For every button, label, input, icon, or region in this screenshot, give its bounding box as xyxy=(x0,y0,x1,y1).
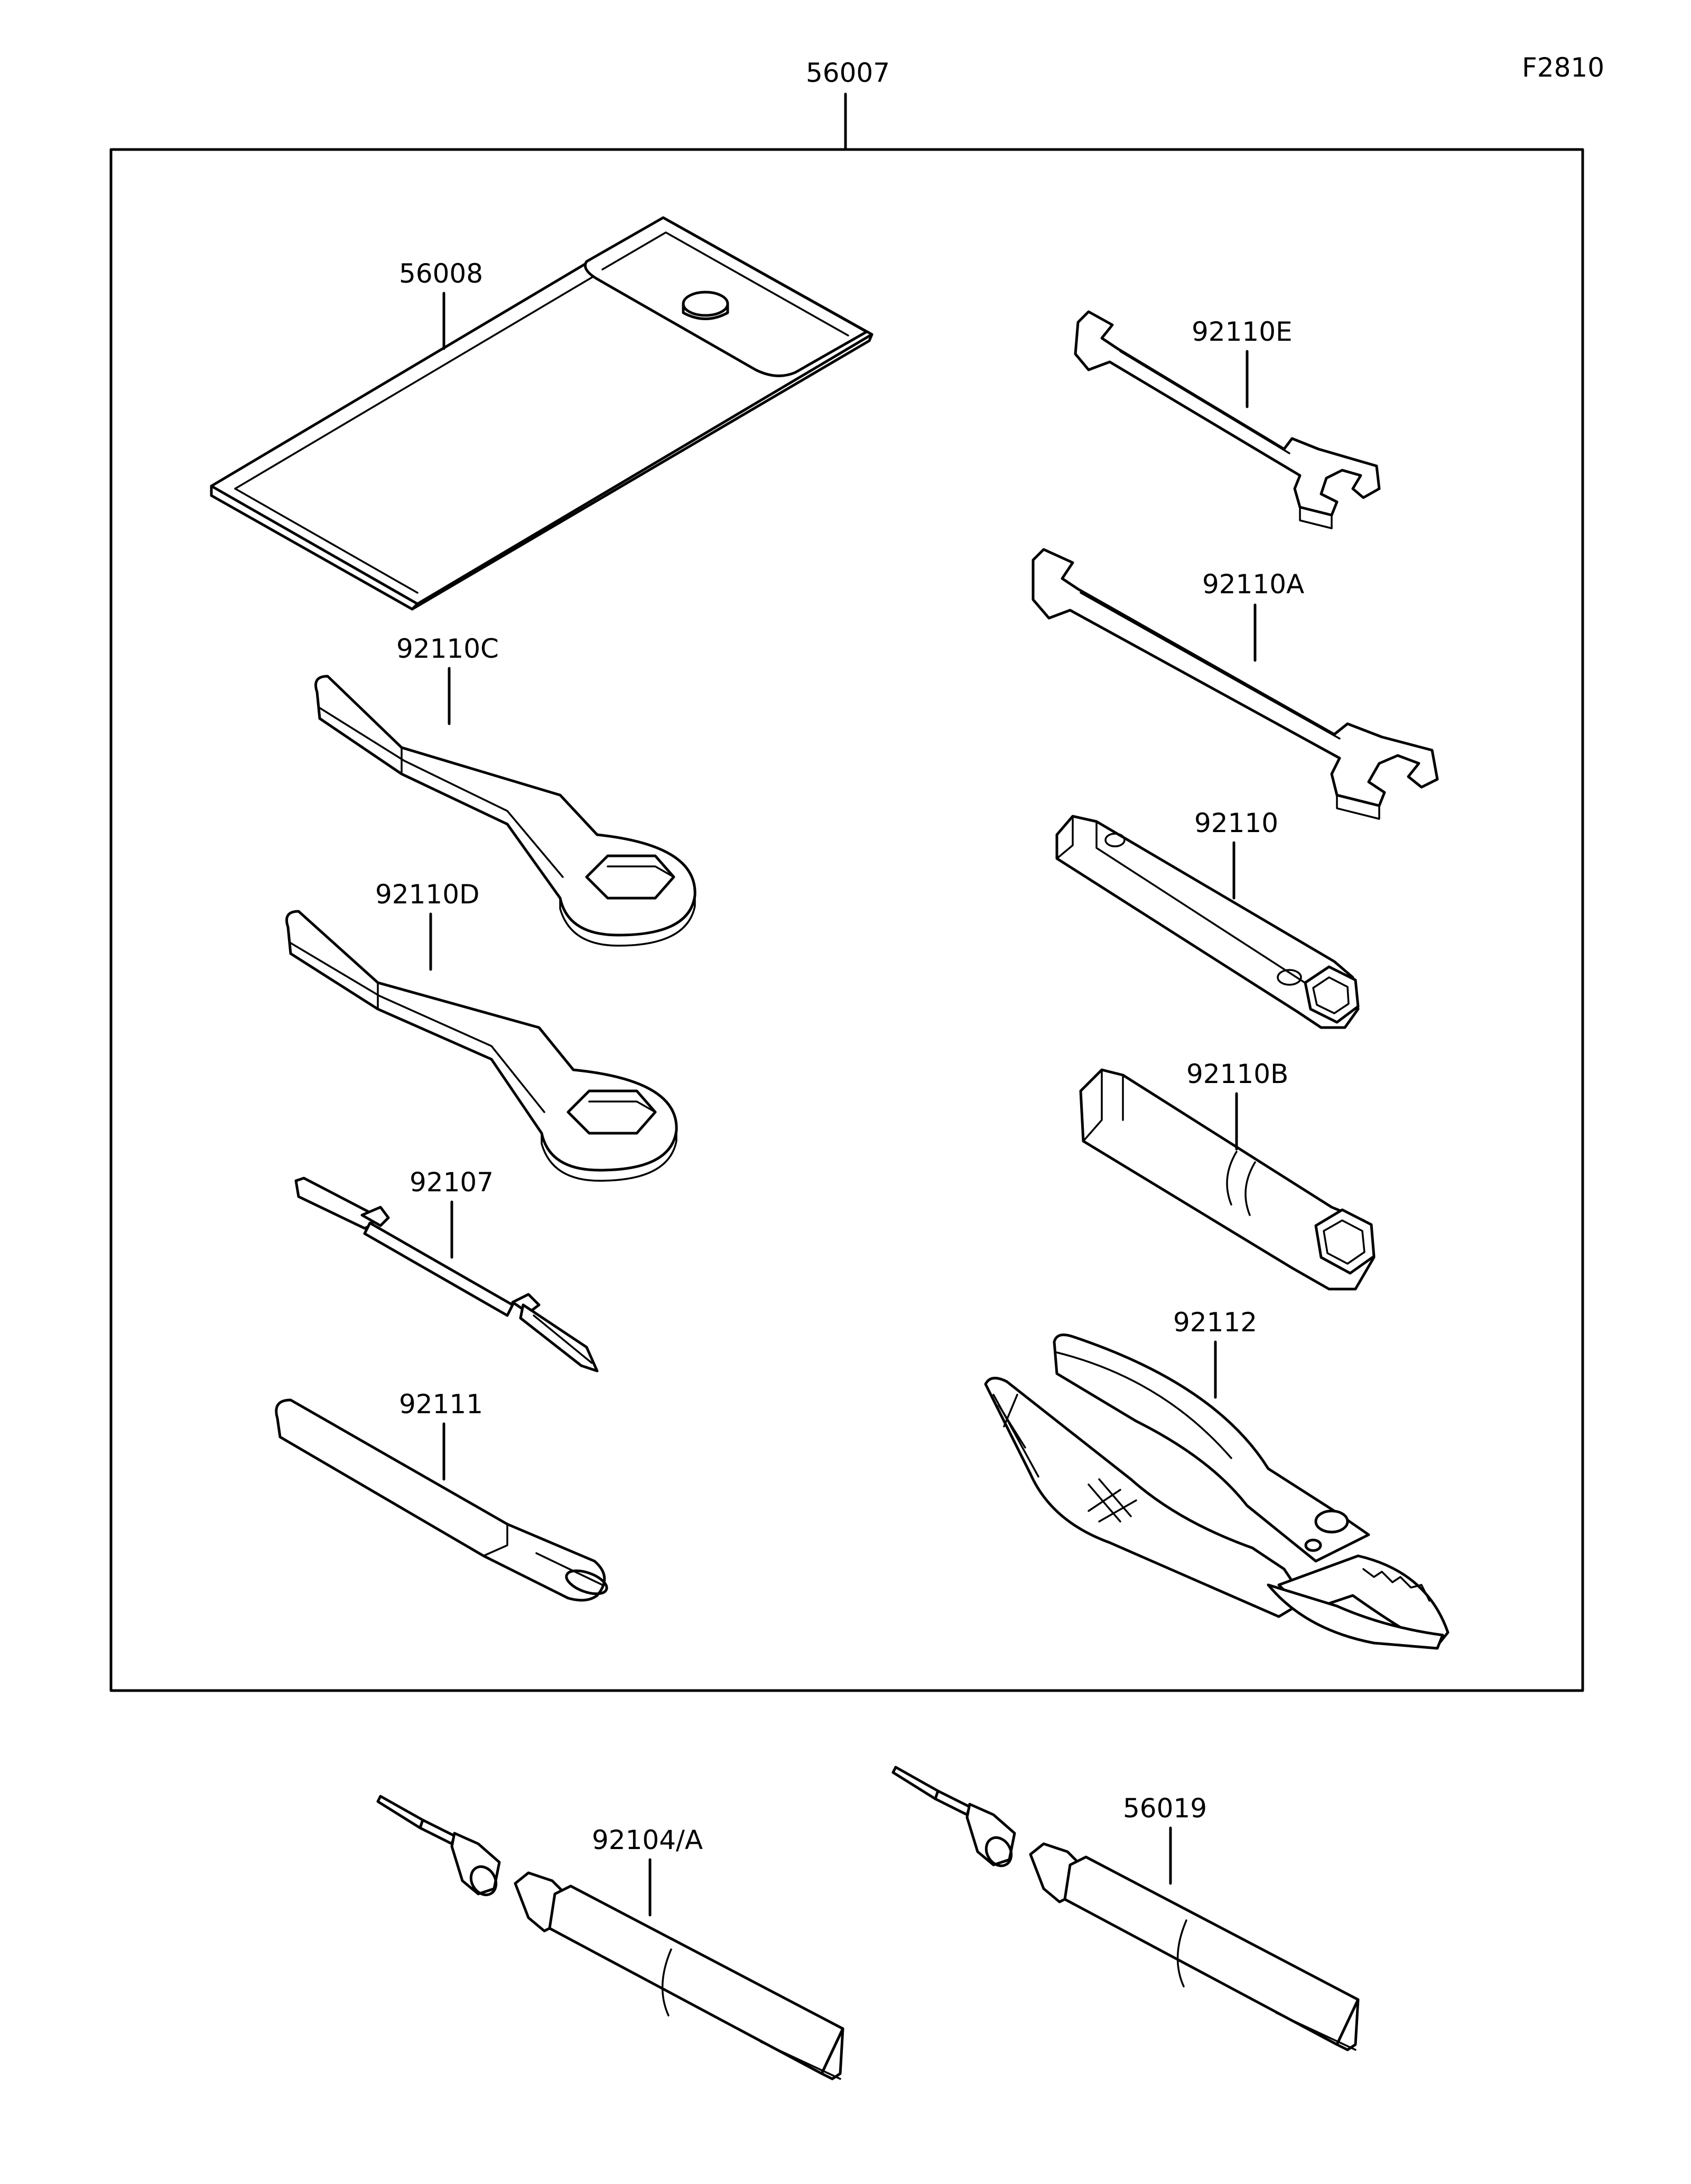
label-box-b: 92110B xyxy=(1186,1059,1288,1089)
sealant-tube-right xyxy=(891,1766,1360,2051)
label-box-plain: 92110 xyxy=(1194,808,1278,838)
label-kit: 56007 xyxy=(806,58,890,88)
figure-id: F2810 xyxy=(1522,52,1604,83)
label-wrench-a: 92110A xyxy=(1202,569,1304,600)
label-tube-left: 92104/A xyxy=(592,1825,703,1855)
label-ring-c: 92110C xyxy=(396,633,499,664)
label-tube-right: 56019 xyxy=(1123,1793,1207,1824)
open-end-wrench-small xyxy=(1074,310,1381,529)
ring-wrench-d xyxy=(285,910,678,1182)
kit-box xyxy=(109,148,1584,1692)
box-wrench-b xyxy=(1079,1068,1376,1291)
label-pouch: 56008 xyxy=(399,258,483,289)
screwdriver-bit xyxy=(294,1177,599,1373)
label-wrench-e: 92110E xyxy=(1192,316,1293,347)
extension-handle xyxy=(275,1398,608,1602)
sealant-tube-left xyxy=(376,1795,844,2080)
box-wrench xyxy=(1055,815,1360,1029)
open-end-wrench-large xyxy=(1032,548,1439,820)
ring-wrench-c xyxy=(314,675,696,947)
label-ring-d: 92110D xyxy=(375,879,480,910)
label-driver: 92107 xyxy=(410,1167,494,1198)
pliers xyxy=(984,1333,1450,1650)
label-handle: 92111 xyxy=(399,1389,483,1420)
label-pliers: 92112 xyxy=(1173,1307,1257,1338)
tool-pouch xyxy=(210,216,874,611)
